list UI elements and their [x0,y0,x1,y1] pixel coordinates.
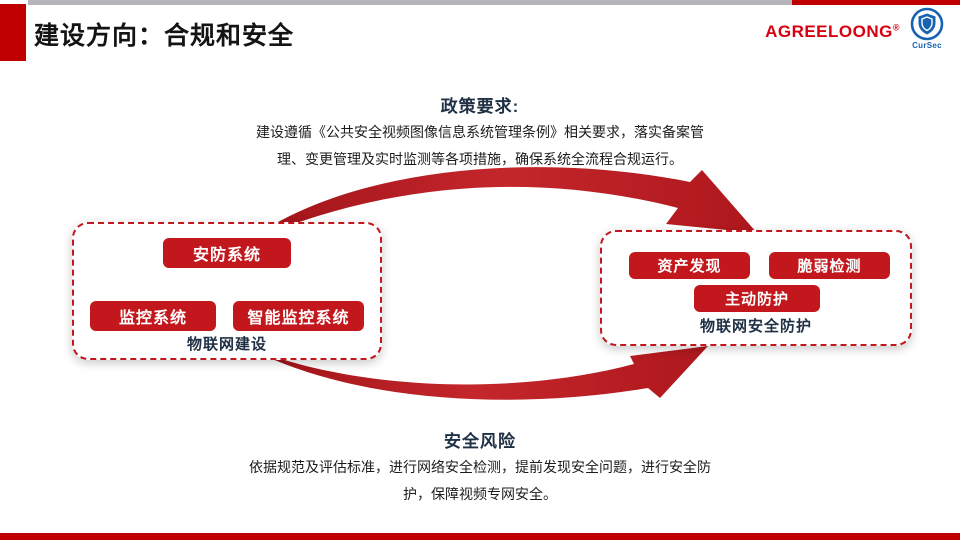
iot-construction-label: 物联网建设 [186,336,267,353]
security-system-pill: 安防系统 [163,238,291,268]
cursec-logo-text: CurSec [912,41,942,50]
title-accent-block [0,4,26,61]
policy-body-text: 建设遵循《公共安全视频图像信息系统管理条例》相关要求，落实备案管理、变更管理及实… [256,124,704,167]
top-red-accent-bar [792,0,960,5]
risk-heading: 安全风险 [444,432,516,451]
smart-monitoring-system-pill: 智能监控系统 [233,301,364,331]
monitoring-system-pill: 监控系统 [90,301,216,331]
brand-name: AGREELOONG [765,22,893,41]
page-title: 建设方向：合规和安全 [34,22,295,50]
iot-construction-group: 安防系统 监控系统 智能监控系统 物联网建设 [72,222,382,360]
iot-security-group: 资产发现 脆弱检测 主动防护 物联网安全防护 [600,230,912,346]
top-gray-accent-bar [28,0,792,5]
footer-accent-bar [0,533,960,540]
cursec-shield-icon [910,7,944,41]
iot-security-label: 物联网安全防护 [699,318,812,335]
risk-body-text: 依据规范及评估标准，进行网络安全检测，提前发现安全问题，进行安全防护，保障视频专… [249,459,711,502]
company-logo: CurSec [905,7,949,50]
registered-trademark-mark: ® [892,22,900,33]
asset-discovery-pill: 资产发现 [629,252,750,279]
active-defense-pill: 主动防护 [694,285,820,312]
policy-heading: 政策要求: [440,97,520,116]
vulnerability-detection-pill: 脆弱检测 [769,252,890,279]
brand-wordmark: AGREELOONG® [765,22,900,42]
